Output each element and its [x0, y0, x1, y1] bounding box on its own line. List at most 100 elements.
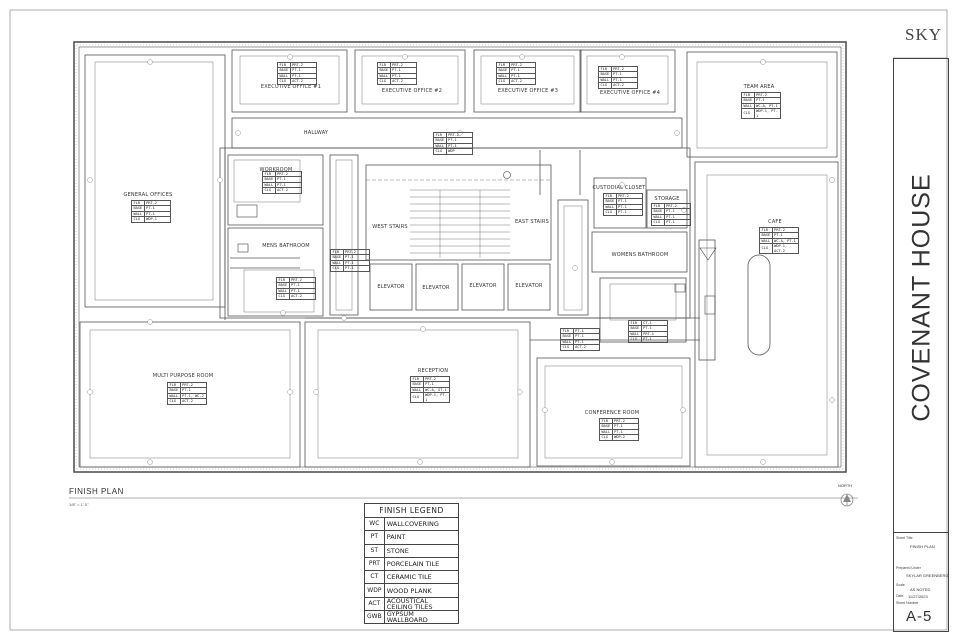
plan-scale: 1/8" = 1'-0" — [69, 502, 89, 507]
legend-code: WDP — [364, 583, 385, 598]
sheet-number-label: Sheet Number — [896, 601, 919, 605]
finish-value: ACT-2 — [389, 78, 417, 85]
room-label-east-stairs: EAST STAIRS — [515, 219, 549, 225]
room-label-custodial-closet: CUSTODIAL CLOSET — [592, 185, 646, 191]
finish-key: CLG — [759, 243, 773, 255]
finish-value: ACT-2 — [289, 78, 317, 85]
room-label-executive-office-2: EXECUTIVE OFFICE #2 — [381, 88, 443, 94]
project-name: COVENANT HOUSE — [898, 62, 946, 532]
sheet-title-label: Sheet Title — [896, 536, 913, 540]
finish-value: WDP-1 — [143, 216, 171, 223]
finish-value: ACT-2 — [288, 293, 316, 300]
sheet-number: A-5 — [906, 608, 933, 625]
legend-code: CT — [364, 570, 385, 585]
room-label-executive-office-4: EXECUTIVE OFFICE #4 — [599, 90, 661, 96]
legend-name: PAINT — [383, 530, 460, 545]
sheet-title: FINISH PLAN — [910, 544, 935, 549]
legend-name: GYPSUM WALLBOARD — [383, 610, 460, 625]
finish-value: PT-1 — [640, 336, 668, 343]
finish-key: CLG — [277, 78, 291, 85]
finish-key: CLG — [628, 336, 642, 343]
legend-code: GWB — [364, 610, 385, 625]
legend-code: PRT — [364, 556, 385, 572]
legend-name: WOOD PLANK — [383, 583, 460, 598]
finish-key: CLG — [560, 344, 574, 351]
legend-name: PORCELAIN TILE — [383, 556, 460, 572]
date-value: 11/27/2023 — [908, 594, 928, 599]
finish-value: WDP-1, ACT-2 — [771, 243, 799, 255]
date-label: Date — [896, 594, 904, 598]
finish-value: PT-1 — [342, 265, 370, 272]
finish-value: ACT-2 — [179, 398, 207, 405]
finish-value: PT-1 — [615, 209, 643, 216]
finish-key: CLG — [741, 108, 755, 120]
finish-legend-title: FINISH LEGEND — [364, 503, 459, 518]
project-name-text: COVENANT HOUSE — [907, 172, 936, 422]
title-block-info — [893, 532, 949, 632]
legend-code: WC — [364, 516, 385, 532]
finish-value: PT-1 — [663, 219, 691, 226]
room-label-executive-office-1: EXECUTIVE OFFICE #1 — [260, 84, 322, 90]
legend-name: WALLCOVERING — [383, 516, 460, 532]
scale-label: Scale — [896, 583, 905, 587]
legend-code: PT — [364, 530, 385, 545]
firm-logo: SKY — [905, 25, 943, 44]
room-label-elevator-4: ELEVATOR — [515, 283, 543, 289]
finish-key: CLG — [377, 78, 391, 85]
finish-key: CLG — [410, 392, 424, 404]
plan-title: FINISH PLAN — [69, 487, 124, 496]
room-label-womens-bathroom: WOMENS BATHROOM — [611, 252, 669, 258]
prepared-by: SKYLAR GREENBERG — [906, 573, 949, 578]
room-label-elevator-1: ELEVATOR — [377, 284, 405, 290]
room-label-workroom: WORKROOM — [259, 167, 293, 173]
scale-value: AS NOTED — [910, 587, 931, 592]
finish-key: CLG — [496, 78, 510, 85]
finish-value: WC-A, ST-1 — [422, 386, 450, 394]
room-label-multi-purpose-room: MULTI PURPOSE ROOM — [152, 373, 214, 379]
room-label-reception: RECEPTION — [417, 368, 449, 374]
room-label-executive-office-3: EXECUTIVE OFFICE #3 — [497, 88, 559, 94]
legend-name: STONE — [383, 543, 460, 558]
room-label-team-area: TEAM AREA — [743, 84, 775, 90]
finish-key: CLG — [598, 82, 612, 89]
legend-name: CERAMIC TILE — [383, 570, 460, 585]
finish-key: CLG — [262, 187, 276, 194]
finish-value: WDP-2 — [611, 434, 639, 441]
finish-value: ACT-2 — [508, 78, 536, 85]
finish-value: WDP-1, PT-1 — [422, 392, 450, 404]
room-label-hallway: HALLWAY — [303, 130, 329, 136]
finish-value: ACT-2 — [274, 187, 302, 194]
legend-name: ACOUSTICAL CEILING TILES — [383, 596, 460, 612]
finish-value: WC-A, PT-1 — [771, 237, 799, 245]
room-label-cafe: CAFE — [768, 219, 782, 225]
finish-key: CLG — [276, 293, 290, 300]
finish-value: WC-A, PT-1 — [753, 102, 781, 110]
finish-key: CLG — [603, 209, 617, 216]
finish-value: WDP — [445, 148, 473, 155]
legend-code: ST — [364, 543, 385, 558]
